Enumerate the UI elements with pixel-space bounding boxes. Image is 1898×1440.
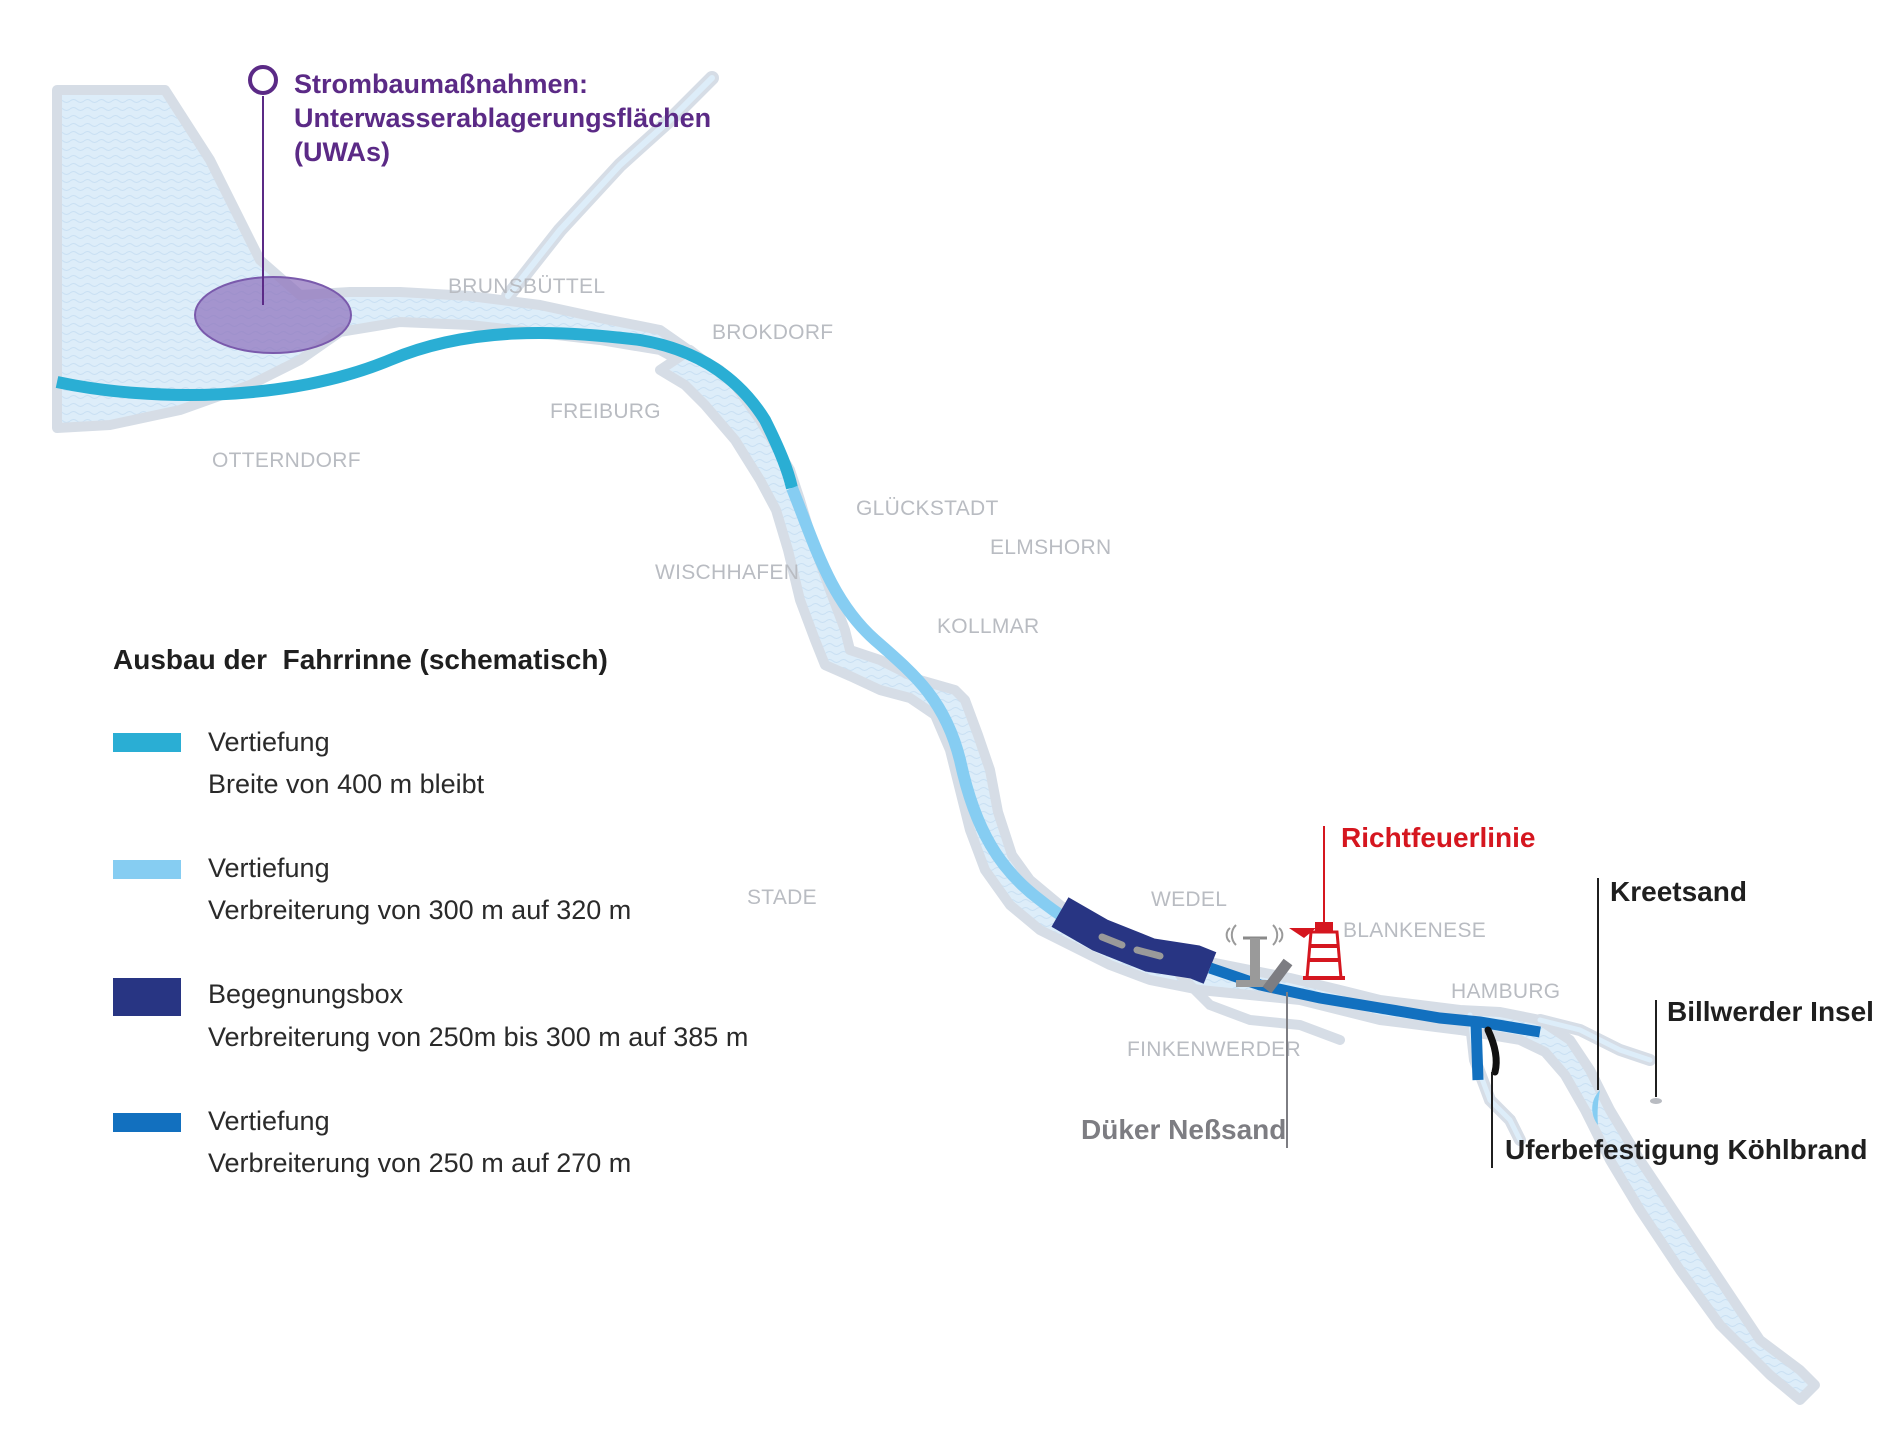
- legend-item-2-line1: Vertiefung: [208, 853, 330, 883]
- legend: Ausbau der Fahrrinne (schematisch) Verti…: [113, 644, 748, 1178]
- legend-swatch-2: [113, 860, 181, 879]
- uwa-disposal-area: [194, 276, 352, 354]
- town-finkenwerder: FINKENWERDER: [1127, 1038, 1301, 1061]
- town-blankenese: BLANKENESE: [1343, 919, 1486, 942]
- legend-item-4-line2: Verbreiterung von 250 m auf 270 m: [208, 1148, 631, 1178]
- pipeline-pump-icon: [1225, 924, 1284, 987]
- fairway: [55, 326, 1541, 1081]
- legend-item-4-line1: Vertiefung: [208, 1106, 330, 1136]
- callout-richtfeuer: Richtfeuerlinie: [1289, 822, 1535, 980]
- fairway-segment-320m: [786, 485, 1072, 926]
- callout-uwa: Strombaumaßnahmen: Unterwasserablagerung…: [294, 69, 711, 167]
- legend-item-1-line2: Breite von 400 m bleibt: [208, 769, 485, 799]
- callout-dueker: Düker Neßsand: [1081, 924, 1293, 1148]
- town-elmshorn: ELMSHORN: [990, 536, 1111, 559]
- legend-swatch-4: [113, 1113, 181, 1132]
- uwa-title-line1: Strombaumaßnahmen:: [294, 69, 588, 99]
- town-wedel: WEDEL: [1151, 888, 1227, 911]
- legend-item-1-line1: Vertiefung: [208, 727, 330, 757]
- town-hamburg: HAMBURG: [1451, 980, 1560, 1003]
- lighthouse-icon: [1289, 922, 1345, 980]
- town-stade: STADE: [747, 886, 817, 909]
- uwa-title-line3: (UWAs): [294, 137, 390, 167]
- legend-item-2-line2: Verbreiterung von 300 m auf 320 m: [208, 895, 631, 925]
- town-kollmar: KOLLMAR: [937, 615, 1039, 638]
- callout-koehlbrand: Uferbefestigung Köhlbrand: [1491, 1072, 1867, 1168]
- river-water: [655, 345, 1820, 1405]
- richtfeuer-label: Richtfeuerlinie: [1341, 822, 1535, 853]
- town-otterndorf: OTTERNDORF: [212, 449, 361, 472]
- fairway-passing-box: [1051, 897, 1217, 984]
- legend-item-3-line2: Verbreiterung von 250m bis 300 m auf 385…: [208, 1022, 748, 1052]
- ship-marker-2: [1133, 946, 1164, 960]
- finkenwerder-arm: [1175, 970, 1345, 1045]
- town-freiburg: FREIBURG: [550, 400, 661, 423]
- dueker-label: Düker Neßsand: [1081, 1114, 1286, 1145]
- callout-billwerder: Billwerder Insel: [1650, 996, 1874, 1104]
- town-brunsbuettel: BRUNSBÜTTEL: [448, 275, 605, 298]
- legend-item-3-line1: Begegnungsbox: [208, 979, 404, 1009]
- uwa-title-line2: Unterwasserablagerungsflächen: [294, 103, 711, 133]
- callout-kreetsand: Kreetsand: [1592, 876, 1747, 1125]
- town-wischhafen: WISCHHAFEN: [655, 561, 799, 584]
- ship-marker-1: [1098, 933, 1126, 949]
- fairway-harbour-branch: [1470, 1021, 1484, 1081]
- legend-title: Ausbau der Fahrrinne (schematisch): [113, 644, 608, 675]
- town-labels: BRUNSBÜTTEL BROKDORF FREIBURG OTTERNDORF…: [212, 275, 1560, 1061]
- koehlbrand-label: Uferbefestigung Köhlbrand: [1505, 1134, 1867, 1165]
- town-brokdorf: BROKDORF: [712, 321, 833, 344]
- circle-pin-icon: [248, 65, 278, 95]
- koehlbrand-bank-reinforcement: [1484, 1026, 1500, 1076]
- fairway-segment-400m: [55, 326, 798, 490]
- legend-swatch-1: [113, 733, 181, 752]
- kreetsand-label: Kreetsand: [1610, 876, 1747, 907]
- legend-swatch-3: [113, 978, 181, 1016]
- town-glueckstadt: GLÜCKSTADT: [856, 497, 999, 520]
- billwerder-label: Billwerder Insel: [1667, 996, 1874, 1027]
